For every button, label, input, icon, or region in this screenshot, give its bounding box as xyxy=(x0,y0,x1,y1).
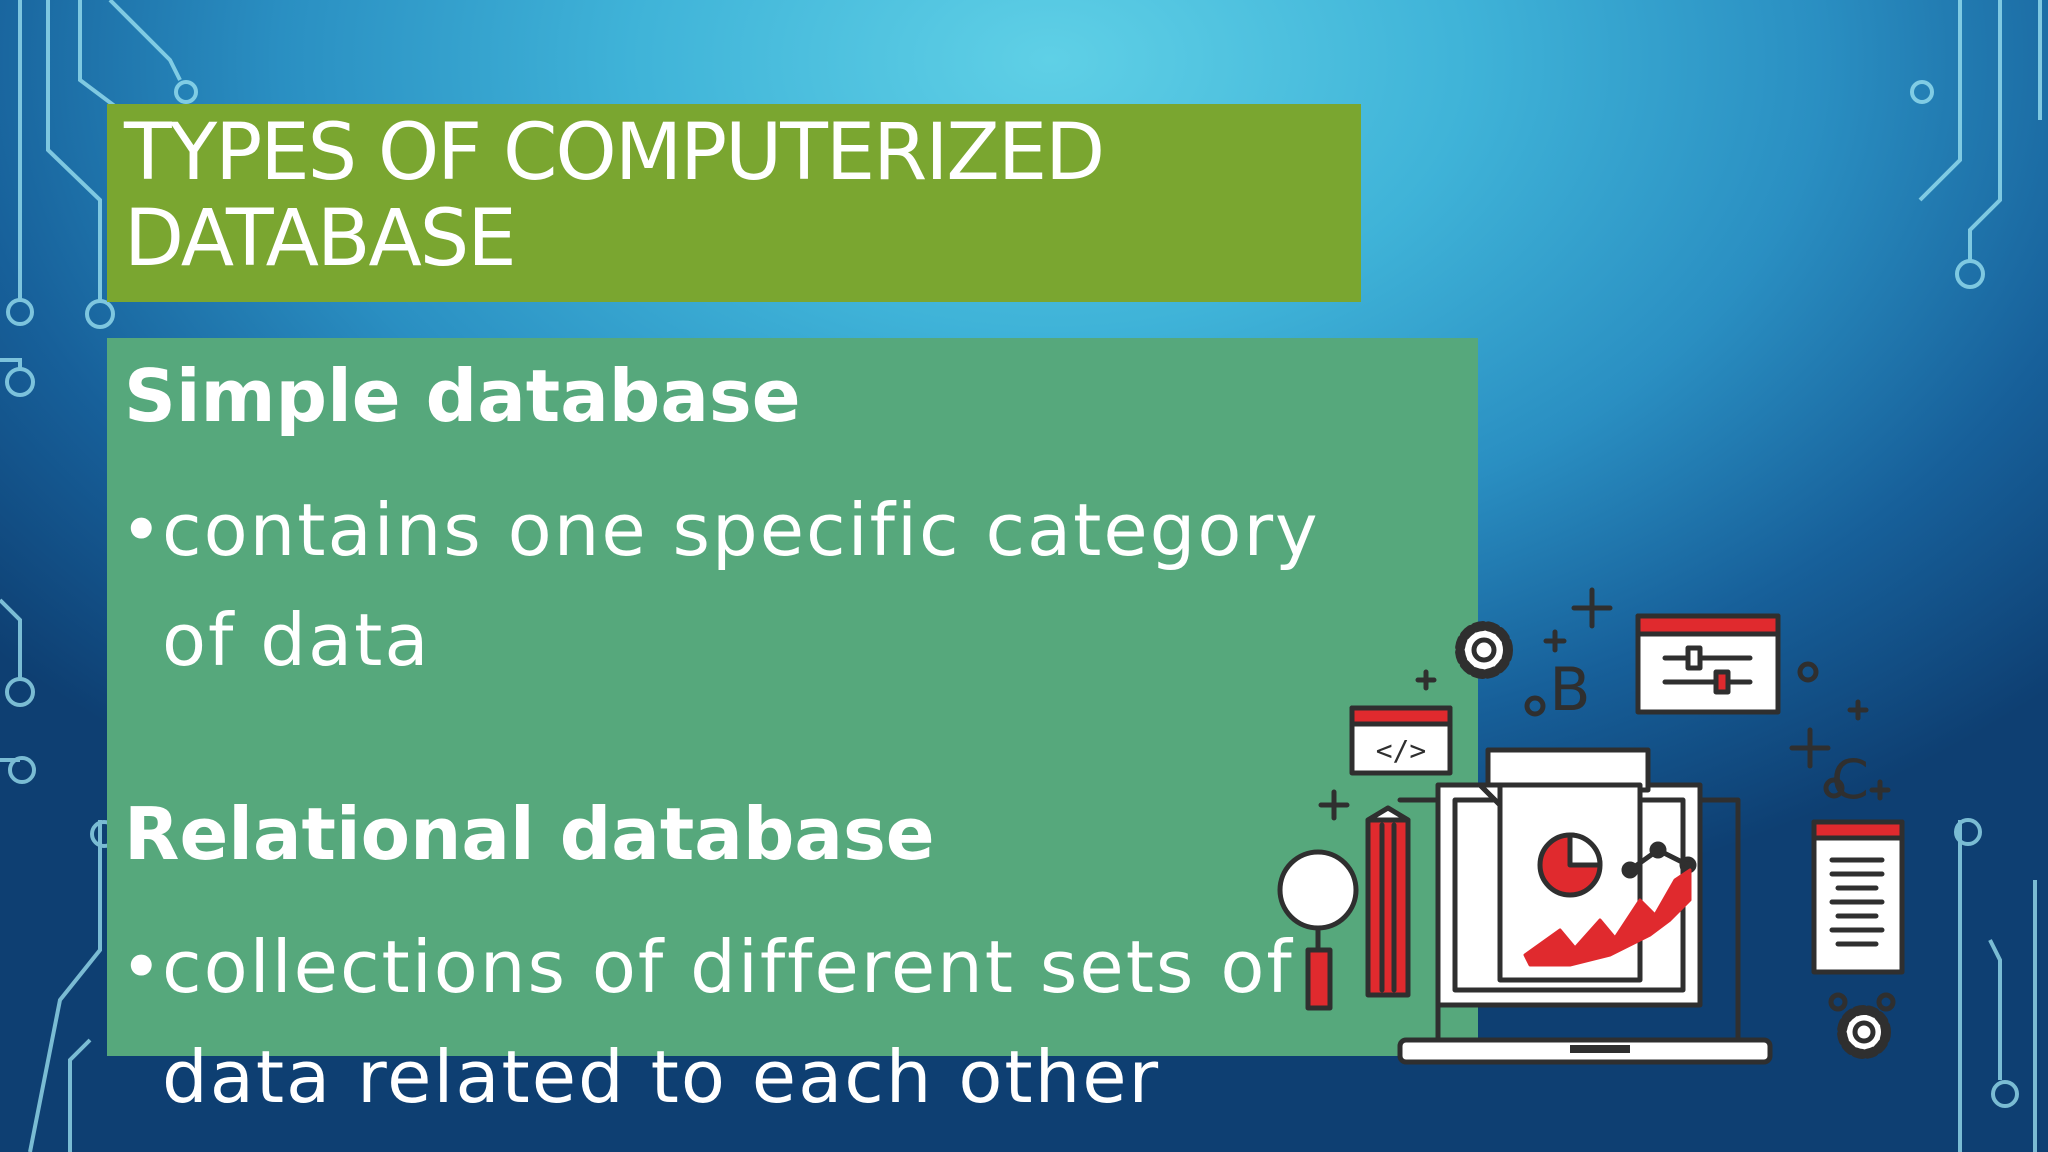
gear-icon xyxy=(1455,621,1513,679)
gear-icon xyxy=(1837,1005,1891,1059)
section-heading-simple: Simple database xyxy=(124,354,801,438)
letter-b: B xyxy=(1549,655,1590,725)
bullet-dot: • xyxy=(120,925,165,1009)
bullet-dot: • xyxy=(120,488,165,572)
pencil-icon xyxy=(1365,805,1411,998)
bullet-text-simple: contains one specific category of data xyxy=(162,488,1320,682)
code-window-icon xyxy=(1349,705,1453,776)
code-tag: </> xyxy=(1376,734,1427,767)
settings-sliders-window-icon xyxy=(1635,613,1781,715)
bullet-text-relational: collections of different sets of data re… xyxy=(162,925,1294,1119)
letter-c: C xyxy=(1831,748,1869,811)
slide-title: Types of Computerized Database xyxy=(124,108,1105,284)
magnifier-icon xyxy=(1277,849,1359,1011)
title-box xyxy=(107,104,1361,302)
line-graph-icon xyxy=(1523,841,1697,967)
pie-chart-icon xyxy=(1537,832,1603,898)
document-list-icon xyxy=(1811,819,1905,975)
content-box xyxy=(107,338,1478,1056)
database-illustration: </> xyxy=(1277,587,1905,1065)
bullet-relational: • collections of different sets of data … xyxy=(120,912,1414,1132)
section-heading-relational: Relational database xyxy=(124,792,935,876)
bullet-simple: • contains one specific category of data xyxy=(120,475,1414,695)
